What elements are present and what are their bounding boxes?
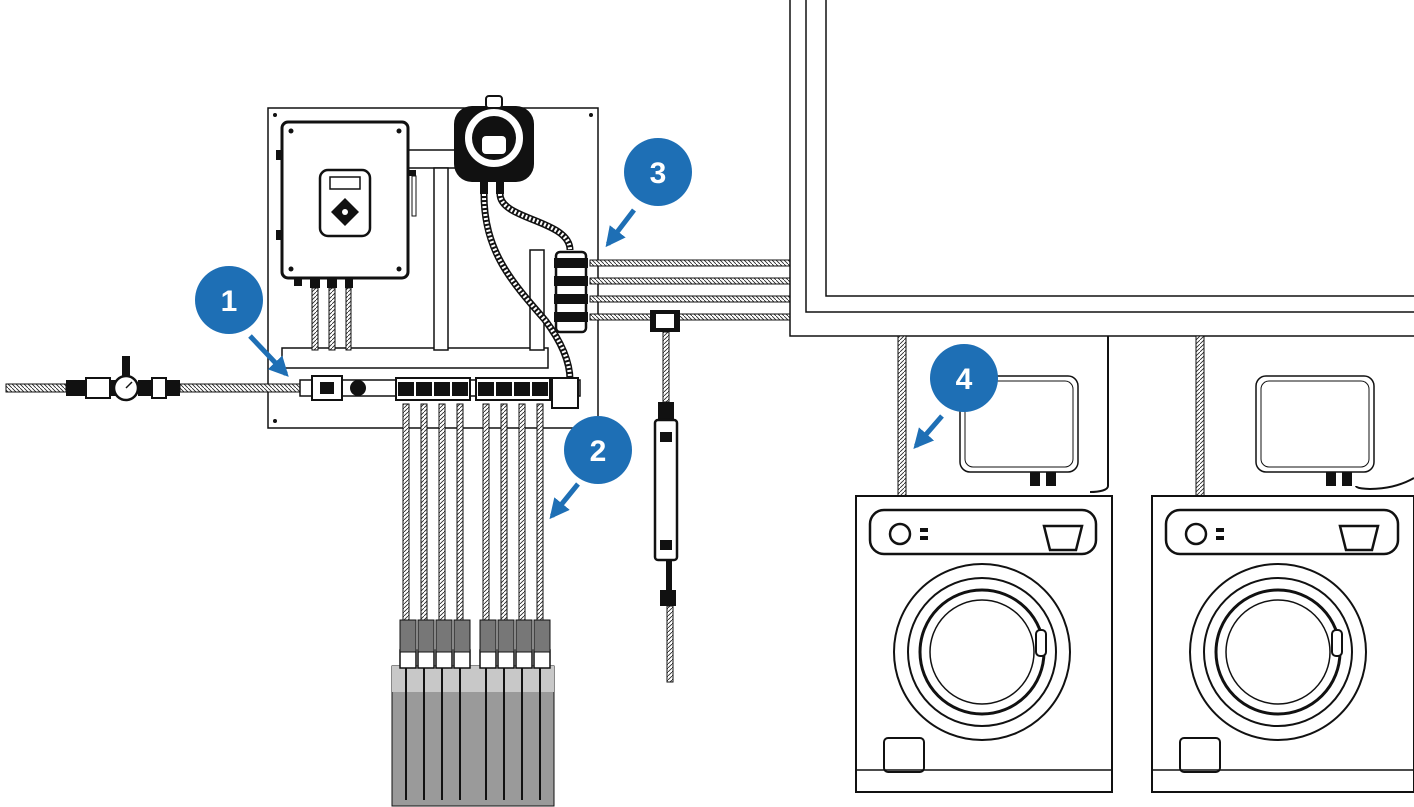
flush-manifold bbox=[554, 250, 588, 334]
peristaltic-pump-icon bbox=[454, 95, 574, 381]
pressure-regulator-icon bbox=[66, 356, 366, 402]
wall-frame bbox=[789, 0, 1414, 337]
callout-1: 1 bbox=[195, 266, 289, 377]
flush-manifold-to-washers bbox=[589, 259, 791, 321]
chemical-manifold bbox=[395, 377, 579, 409]
chemical-manifold-tubes bbox=[402, 403, 544, 631]
callout-4: 4 bbox=[913, 344, 998, 450]
controller-icon bbox=[276, 120, 417, 351]
callout-2: 2 bbox=[549, 416, 632, 520]
callout-number: 3 bbox=[650, 157, 667, 190]
callout-number: 2 bbox=[590, 435, 607, 468]
callout-number: 4 bbox=[956, 363, 973, 396]
washer-icon bbox=[1151, 335, 1414, 793]
flowmeter-icon bbox=[650, 310, 680, 683]
callout-number: 1 bbox=[221, 285, 238, 318]
chemical-containers bbox=[391, 619, 555, 807]
washer-icon bbox=[855, 335, 1113, 793]
callout-3: 3 bbox=[605, 138, 692, 248]
